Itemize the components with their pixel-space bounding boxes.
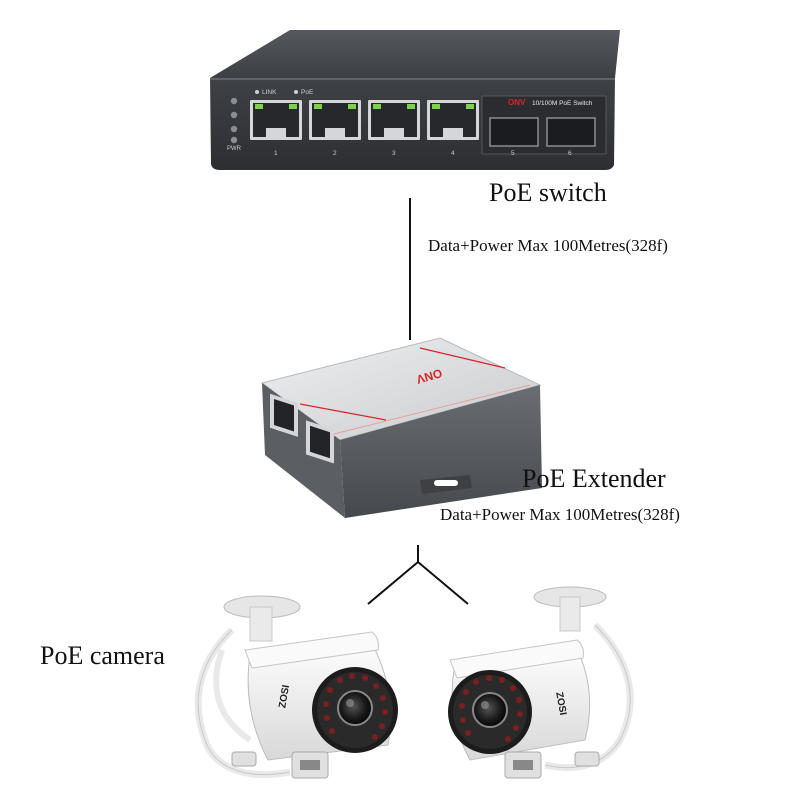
extender-ports xyxy=(270,393,334,464)
switch-cable-spec-label: Data+Power Max 100Metres(328f) xyxy=(428,236,668,255)
wire-split-left xyxy=(367,561,419,605)
led-link-label: LINK xyxy=(262,89,277,96)
led-pwr-label: PWR xyxy=(227,146,242,152)
led-poe-label: PoE xyxy=(301,89,314,96)
rj45-port-group xyxy=(250,100,479,140)
switch-brand-logo: ONV xyxy=(508,98,526,107)
poe-camera-right: ZOSI xyxy=(448,586,634,779)
poe-camera-left: ZOSI xyxy=(194,595,398,779)
port-number: 5 xyxy=(511,150,515,157)
camera-brand-right: ZOSI xyxy=(553,691,568,716)
extender-title-label: PoE Extender xyxy=(522,464,666,493)
camera-brand-left: ZOSI xyxy=(277,684,292,709)
camera-lens xyxy=(472,692,508,728)
port-number: 1 xyxy=(274,150,278,157)
poe-extender-device: ONV xyxy=(260,337,542,518)
status-leds xyxy=(230,97,238,144)
port-number: 4 xyxy=(451,150,455,157)
extender-brand-logo: ONV xyxy=(415,366,444,387)
port-number: 2 xyxy=(333,150,337,157)
port-numbers: 1 2 3 4 5 6 xyxy=(274,150,572,157)
port-number: 3 xyxy=(392,150,396,157)
camera-title-label: PoE camera xyxy=(40,641,165,670)
camera-lens xyxy=(337,690,373,726)
extender-cable-spec-label: Data+Power Max 100Metres(328f) xyxy=(440,505,680,524)
switch-model-text: 10/100M PoE Switch xyxy=(532,100,593,107)
connection-wires xyxy=(367,198,469,605)
switch-title-label: PoE switch xyxy=(489,178,607,207)
port-number: 6 xyxy=(568,150,572,157)
wire-split-right xyxy=(417,561,469,605)
poe-switch-device: PWR LINK PoE xyxy=(210,30,620,170)
